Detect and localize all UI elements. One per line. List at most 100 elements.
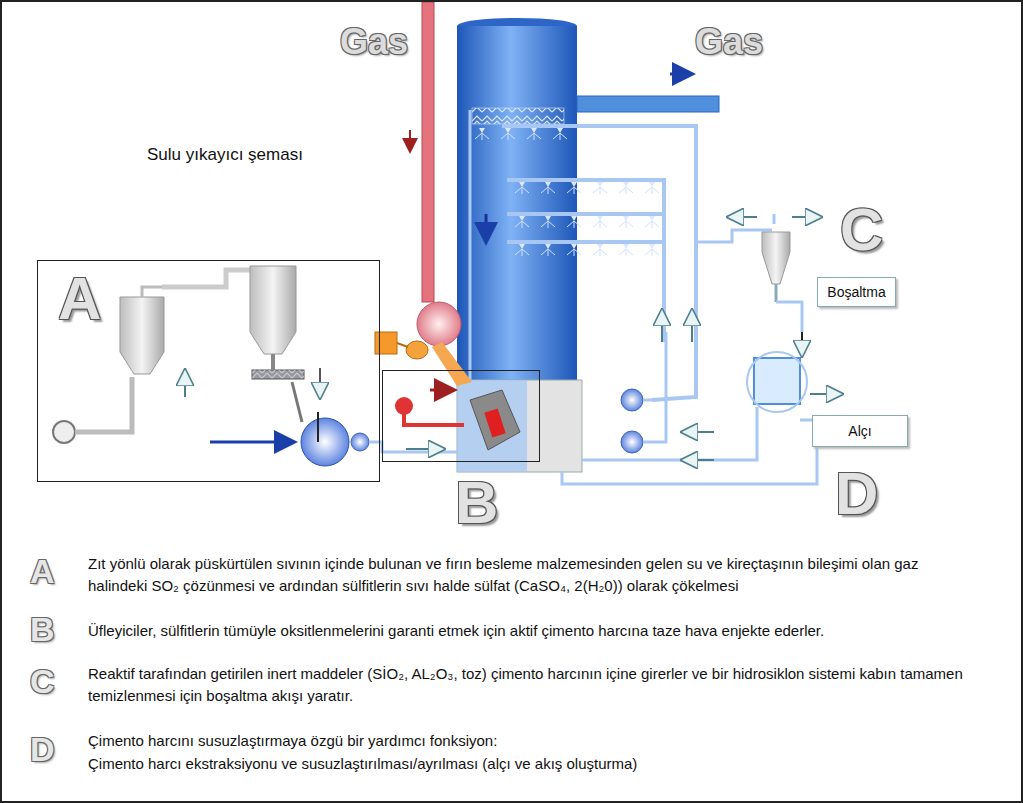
legend-letter: B	[30, 612, 55, 646]
illustration-part	[75, 377, 132, 432]
illustration-part	[120, 297, 164, 374]
illustration-part	[567, 182, 581, 194]
illustration-part	[747, 352, 807, 412]
illustration-part	[643, 399, 652, 402]
illustration-part	[686, 431, 714, 433]
illustration-part	[470, 390, 520, 450]
illustration-part	[507, 212, 664, 216]
legend-letter: D	[30, 732, 55, 766]
illustration-part	[801, 332, 803, 352]
illustration-part	[582, 407, 757, 460]
illustration-part	[645, 216, 659, 228]
illustration-part	[457, 380, 527, 472]
legend-text: Üfleyiciler, sülfitlerin tümüyle oksitle…	[88, 620, 968, 642]
box-label: Alçı	[844, 423, 875, 439]
illustration-part	[661, 314, 663, 342]
gas-label: Gas	[695, 24, 763, 60]
illustration-part	[567, 244, 581, 256]
illustration-part	[621, 431, 643, 453]
illustration-part	[301, 418, 349, 466]
illustration-part	[541, 244, 555, 256]
region-letter: C	[840, 200, 883, 260]
illustration-part	[397, 343, 408, 347]
box-label: Boşaltma	[823, 284, 889, 300]
illustration-part	[593, 216, 607, 228]
illustration-part	[810, 393, 838, 395]
illustration-part	[475, 128, 659, 256]
output-box: Alçı	[812, 415, 908, 447]
illustration-part	[406, 341, 428, 359]
illustration-part	[507, 180, 664, 342]
illustration-part	[773, 214, 776, 224]
illustration-part	[593, 182, 607, 194]
illustration-part	[432, 342, 472, 386]
output-box: Boşaltma	[817, 277, 896, 307]
illustration-part	[142, 287, 162, 297]
illustration-part	[184, 374, 186, 397]
illustration-part	[472, 108, 564, 124]
illustration-part	[404, 414, 464, 425]
illustration-part	[776, 302, 802, 332]
process-region: B	[382, 370, 540, 462]
legend-text: Zıt yönlü olarak püskürtülen sıvının içi…	[88, 553, 968, 597]
illustration-part	[732, 216, 757, 218]
illustration-part	[670, 73, 690, 76]
illustration-part	[754, 358, 800, 404]
illustration-part	[696, 230, 772, 242]
illustration-part	[271, 354, 275, 370]
illustration-part	[686, 459, 714, 461]
illustration-part	[317, 412, 319, 442]
process-region: A	[37, 260, 380, 482]
illustration-part	[507, 240, 664, 244]
illustration-part	[541, 216, 555, 228]
illustration-part	[643, 332, 666, 442]
illustration-part	[422, 2, 434, 302]
legend-letter: C	[30, 664, 55, 698]
illustration-part	[619, 182, 633, 194]
legend-letter: A	[30, 554, 55, 588]
illustration-part	[645, 244, 659, 256]
illustration-part	[484, 408, 505, 437]
region-letter: B	[455, 473, 498, 533]
illustration-part	[210, 441, 292, 444]
illustration-part	[430, 389, 452, 392]
illustration-part	[252, 370, 304, 379]
illustration-part	[395, 397, 413, 415]
gas-label: Gas	[340, 24, 408, 60]
illustration-part	[292, 382, 302, 422]
illustration-part	[53, 421, 75, 443]
illustration-part	[515, 244, 529, 256]
illustration-part	[351, 433, 369, 451]
illustration-part	[409, 130, 411, 150]
illustration-part	[406, 448, 440, 450]
illustration-part	[645, 182, 659, 194]
illustration-part	[527, 128, 541, 140]
illustration-part	[553, 128, 567, 140]
diagram-title: Sulu yıkayıcı şeması	[147, 145, 303, 165]
illustration-part	[501, 128, 515, 140]
illustration-part	[475, 128, 489, 140]
illustration-part	[562, 420, 817, 484]
illustration-part	[567, 216, 581, 228]
illustration-part	[621, 389, 643, 411]
illustration-part	[250, 266, 296, 354]
illustration-part	[417, 302, 461, 346]
illustration-part	[252, 370, 304, 379]
legend-text: Çimento harcı ekstraksiyonu ve susuzlaşt…	[88, 753, 968, 775]
region-letter: A	[58, 269, 101, 329]
illustration-part	[469, 110, 472, 382]
illustration-part	[619, 216, 633, 228]
legend-text: Çimento harcını susuzlaştırmaya özgü bir…	[88, 730, 968, 752]
illustration-part	[457, 380, 582, 472]
illustration-part	[762, 232, 790, 284]
illustration-part	[162, 270, 252, 287]
illustration-part	[577, 96, 719, 112]
illustration-part	[457, 26, 577, 386]
legend-text: Reaktif tarafından getirilen inert madde…	[88, 663, 968, 707]
illustration-part	[691, 314, 693, 342]
illustration-part	[485, 214, 488, 240]
illustration-part	[593, 244, 607, 256]
illustration-part	[541, 182, 555, 194]
illustration-part	[792, 216, 817, 218]
